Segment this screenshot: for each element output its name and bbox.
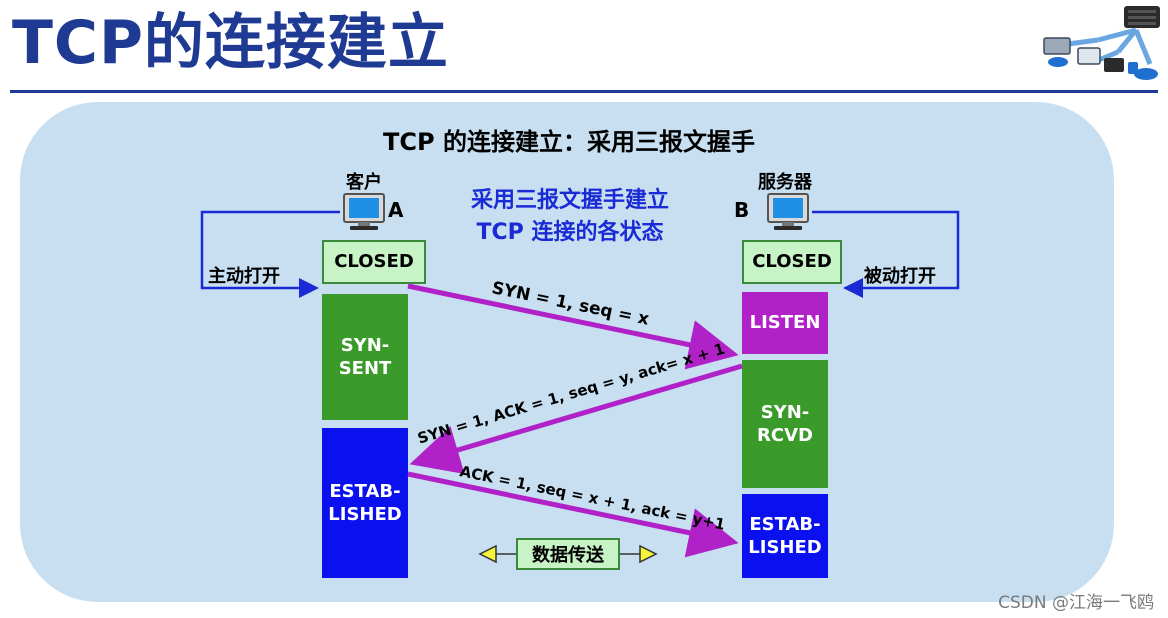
computer-icon: [767, 193, 809, 230]
title-divider: [10, 90, 1158, 93]
server-state-closed: CLOSED: [742, 240, 842, 284]
diagram-panel: [20, 102, 1114, 602]
client-name: 客户: [346, 172, 382, 193]
client-state-closed: CLOSED: [322, 240, 426, 284]
caption-line-1: 采用三报文握手建立: [470, 188, 669, 213]
client-open-label: 主动打开: [208, 266, 280, 287]
client-letter: A: [388, 198, 404, 222]
server-open-label: 被动打开: [864, 266, 936, 287]
computer-icon: [343, 193, 385, 230]
server-state-listen: LISTEN: [742, 292, 828, 354]
diagram-title: TCP 的连接建立：采用三报文握手: [383, 128, 755, 156]
server-letter: B: [734, 198, 750, 222]
server-state-established: ESTAB- LISHED: [742, 494, 828, 578]
data-transfer-box: 数据传送: [516, 538, 620, 570]
caption-line-2: TCP 连接的各状态: [476, 220, 664, 245]
server-name: 服务器: [758, 172, 812, 193]
server-state-syn-rcvd: SYN- RCVD: [742, 360, 828, 488]
watermark: CSDN @江海一飞鸥: [998, 593, 1154, 613]
network-icon: [1043, 6, 1160, 80]
client-state-syn-sent: SYN- SENT: [322, 294, 408, 420]
client-state-established: ESTAB- LISHED: [322, 428, 408, 578]
page-title: TCP的连接建立: [12, 8, 449, 78]
